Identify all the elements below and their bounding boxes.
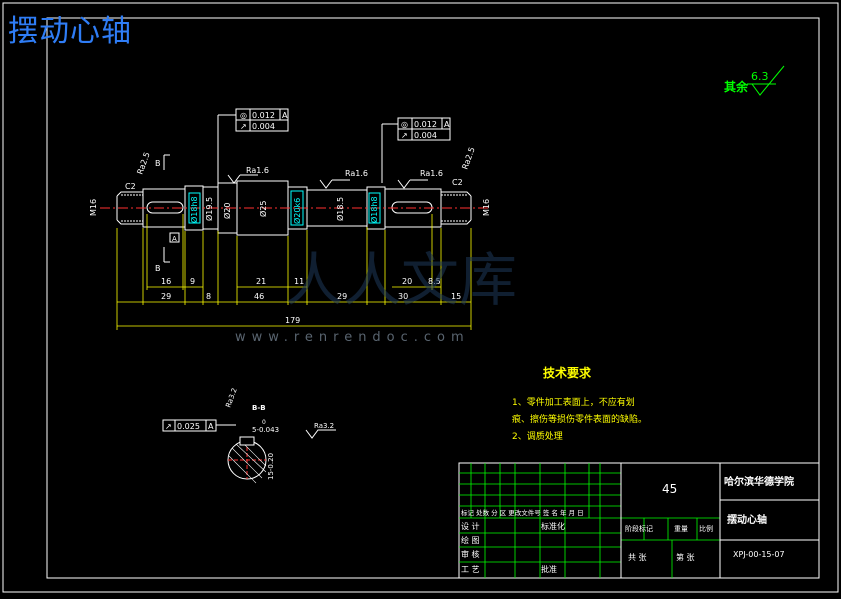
shaft-profile [116, 180, 472, 236]
dim-11: 11 [294, 277, 304, 286]
dim-16: 16 [161, 277, 171, 286]
tech-item-2: 痕、擦伤等损伤零件表面的缺陷。 [512, 413, 647, 425]
ra-section-left: Ra3.2 [224, 387, 238, 409]
dim-29b: 29 [337, 292, 347, 301]
standardize-label: 标准化 [541, 521, 565, 531]
svg-text:↗: ↗ [401, 131, 408, 140]
key-depth: 15-0.20 [267, 453, 275, 480]
tol-left-value2: 0.004 [252, 122, 275, 131]
weight-label: 重量 [674, 525, 688, 533]
tol-right-value1: 0.012 [414, 120, 437, 129]
inner-frame [46, 17, 820, 579]
watermark-url: www.renrendoc.com [235, 330, 470, 345]
section-mark-b-top: B [155, 159, 161, 168]
roughness-label: 其余 [724, 79, 749, 94]
dim-8: 8 [206, 292, 211, 301]
dim-29: 29 [161, 292, 171, 301]
sheet-number: 第 张 [676, 552, 695, 562]
tol-left-value1: 0.012 [252, 111, 275, 120]
dim-30: 30 [398, 292, 408, 301]
dim-21: 21 [256, 277, 266, 286]
diam-18h8-left: Ø18h8 [189, 196, 199, 223]
key-zero: 0 [262, 419, 266, 426]
scale-label: 比例 [699, 524, 713, 533]
tech-requirements: 技术要求 1、零件加工表面上，不应有划 痕、擦伤等损伤零件表面的缺陷。 2、调质… [512, 365, 647, 442]
section-title: B-B [252, 404, 266, 412]
dimension-lines [116, 214, 472, 330]
tol-right-value2: 0.004 [414, 131, 437, 140]
dim-20: 20 [402, 277, 412, 286]
roughness-value: 6.3 [751, 70, 769, 83]
svg-text:◎: ◎ [240, 111, 247, 120]
dim-overall: 179 [285, 316, 300, 325]
design-label: 设 计 [461, 521, 480, 531]
caption-title: 摆动心轴 [8, 14, 132, 49]
ra-top-right: Ra2.5 [460, 146, 476, 171]
tol-section-value: 0.025 [177, 422, 200, 431]
section-view: ↗ 0.025 A B-B 5-0.043 15-0.20 0 Ra3.2 Ra… [162, 387, 336, 484]
section-mark-b-bottom: B [155, 264, 161, 273]
chamfer-right: C2 [452, 178, 463, 187]
dim-46: 46 [254, 292, 264, 301]
revision-header: 标记 处数 分 区 更改文件号 签 名 年 月 日 [461, 508, 584, 517]
school-name: 哈尔滨华德学院 [724, 475, 794, 488]
roughness-general: 其余 6.3 [724, 65, 785, 96]
svg-text:◎: ◎ [401, 120, 408, 129]
ra-left: Ra1.6 [246, 166, 269, 175]
tech-item-1: 1、零件加工表面上，不应有划 [512, 396, 635, 408]
tech-item-3: 2、调质处理 [512, 430, 563, 442]
diam-20k6: Ø20k6 [292, 198, 302, 224]
svg-text:↗: ↗ [240, 122, 247, 131]
datum-a-label: A [172, 235, 177, 243]
approve-label: 批准 [541, 564, 557, 574]
ra-section-right: Ra3.2 [314, 422, 334, 430]
review-label: 审 核 [461, 549, 480, 559]
tol-section-ref: A [208, 422, 214, 431]
tolerance-frame-left: ◎ ↗ 0.012 A 0.004 [217, 108, 289, 183]
material: 45 [662, 482, 677, 496]
tolerance-frame-right: ◎ ↗ 0.012 A 0.004 [381, 117, 451, 183]
sheets-total: 共 张 [628, 553, 647, 562]
ra-top-left: Ra2.5 [135, 151, 151, 176]
drawing-number: XPJ-00-15-07 [733, 550, 785, 559]
tol-right-ref: A [444, 120, 450, 129]
diam-right: Ø18.5 [335, 197, 345, 221]
dim-9: 9 [190, 277, 195, 286]
part-name: 摆动心轴 [727, 513, 767, 526]
key-width: 5-0.043 [252, 426, 279, 434]
diam-left: Ø19.5 [204, 197, 214, 221]
watermark-brand: 人人文库 [285, 246, 517, 314]
process-label: 工 艺 [461, 565, 480, 574]
tol-left-ref: A [282, 111, 288, 120]
ra-right: Ra1.6 [420, 169, 443, 178]
dim-15: 15 [451, 292, 461, 301]
diam-20: Ø20 [222, 203, 232, 219]
thread-left-label: M16 [89, 199, 98, 216]
stage-mark-label: 阶段标记 [625, 524, 653, 533]
title-block: 45 哈尔滨华德学院 摆动心轴 XPJ-00-15-07 标记 处数 分 区 更… [458, 462, 820, 579]
dim-8-5: 8.5 [428, 277, 441, 286]
svg-text:↗: ↗ [165, 422, 172, 431]
diam-25: Ø25 [258, 201, 268, 217]
chamfer-left: C2 [125, 182, 136, 191]
drawing-label: 绘 图 [461, 535, 480, 545]
ra-mid: Ra1.6 [345, 169, 368, 178]
thread-right-label: M16 [482, 199, 491, 216]
diam-18h8-right: Ø18h8 [369, 196, 379, 223]
tech-title: 技术要求 [543, 365, 592, 380]
